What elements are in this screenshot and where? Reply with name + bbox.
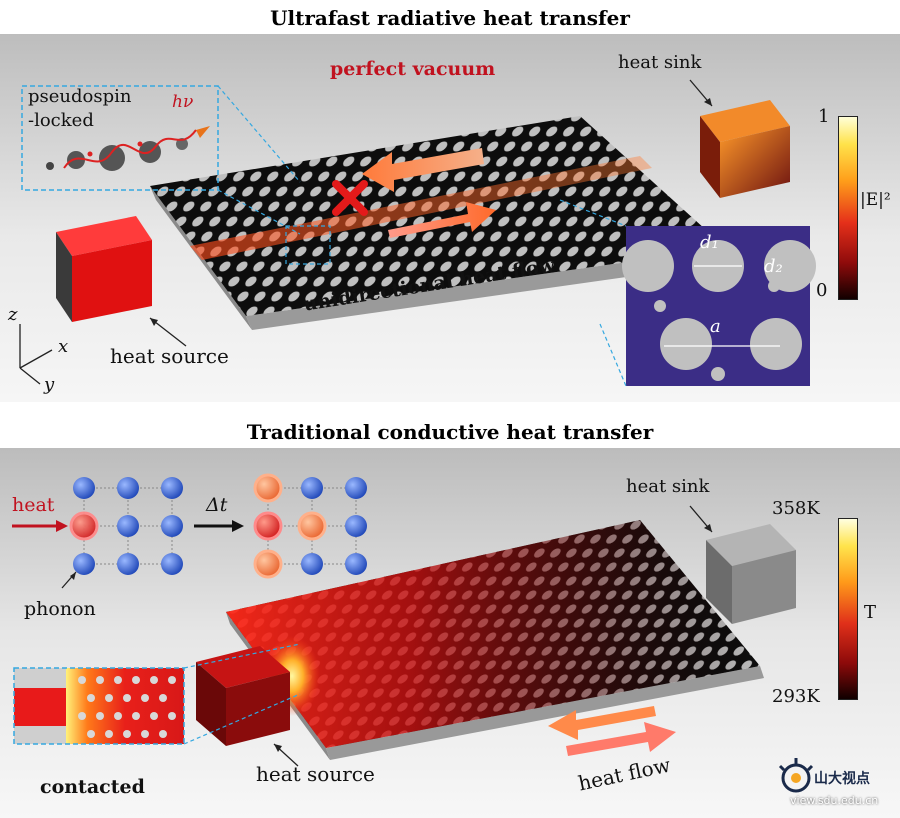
d2-label: d₂	[764, 256, 783, 277]
pseudospin-particles	[46, 126, 210, 171]
cbar-bottom-label: T	[864, 602, 877, 623]
contacted-label: contacted	[40, 776, 145, 798]
contacted-inset	[13, 667, 185, 745]
conductive-diagram	[12, 473, 814, 793]
d1-label: d₁	[700, 232, 719, 253]
pseudospin-label: pseudospin	[28, 86, 132, 107]
conductive-panel: heat Δt phonon heat sink heat source con…	[0, 448, 900, 818]
heat-source-cube	[56, 216, 152, 322]
edge-mode-beam	[190, 156, 652, 260]
watermark-logo-text: 山大视点	[814, 771, 870, 787]
heat-source-label: heat source	[256, 762, 375, 786]
cbar-top-min: 0	[816, 280, 828, 301]
cbar-top-label: |E|²	[860, 190, 891, 210]
cbar-bottom-max: 358K	[772, 498, 820, 519]
temperature-overlay	[226, 520, 760, 748]
phonon-lattice-after	[253, 473, 367, 579]
axis-z-label: z	[8, 304, 18, 325]
axis-y-label: y	[44, 374, 55, 395]
heat-sink-cube	[700, 100, 790, 198]
phonon-label: phonon	[24, 598, 96, 620]
heat-source-cube	[196, 646, 290, 746]
blocked-arrow	[362, 148, 484, 192]
heat-flow-arrows	[548, 706, 676, 756]
axis-x-label: x	[58, 336, 69, 357]
forward-arrow	[388, 202, 496, 238]
top-title: Ultrafast radiative heat transfer	[270, 6, 630, 30]
watermark-url: view.sdu.edu.cn	[790, 794, 879, 807]
block-cross-icon	[332, 180, 368, 216]
locked-label: -locked	[28, 110, 94, 131]
heat-input-arrow	[12, 520, 68, 532]
slab-edge-front	[246, 248, 732, 330]
phonon-lattice-before	[69, 477, 183, 575]
field-colorbar	[838, 116, 858, 300]
photon-symbol: hν	[172, 92, 194, 112]
pseudospin-inset	[21, 85, 219, 191]
sdu-logo-icon	[778, 758, 814, 793]
axes-icon	[19, 324, 53, 385]
radiative-panel: perfect vacuum pseudospin -locked hν hea…	[0, 34, 900, 402]
dt-arrow	[194, 520, 244, 532]
cbar-top-max: 1	[818, 106, 830, 127]
temperature-colorbar	[838, 518, 858, 700]
vacuum-label: perfect vacuum	[330, 58, 496, 80]
heat-sink-label: heat sink	[626, 476, 710, 497]
heat-sink-cube	[706, 524, 796, 624]
heat-sink-label: heat sink	[618, 52, 702, 73]
heat-source-label: heat source	[110, 344, 229, 368]
heat-label: heat	[12, 494, 55, 516]
dt-label: Δt	[206, 494, 228, 516]
bottom-title: Traditional conductive heat transfer	[246, 420, 654, 444]
radiative-diagram	[19, 79, 816, 387]
photonic-crystal-slab	[150, 116, 726, 316]
a-label: a	[710, 316, 721, 337]
lattice-inset	[622, 226, 816, 386]
cbar-bottom-min: 293K	[772, 686, 820, 707]
